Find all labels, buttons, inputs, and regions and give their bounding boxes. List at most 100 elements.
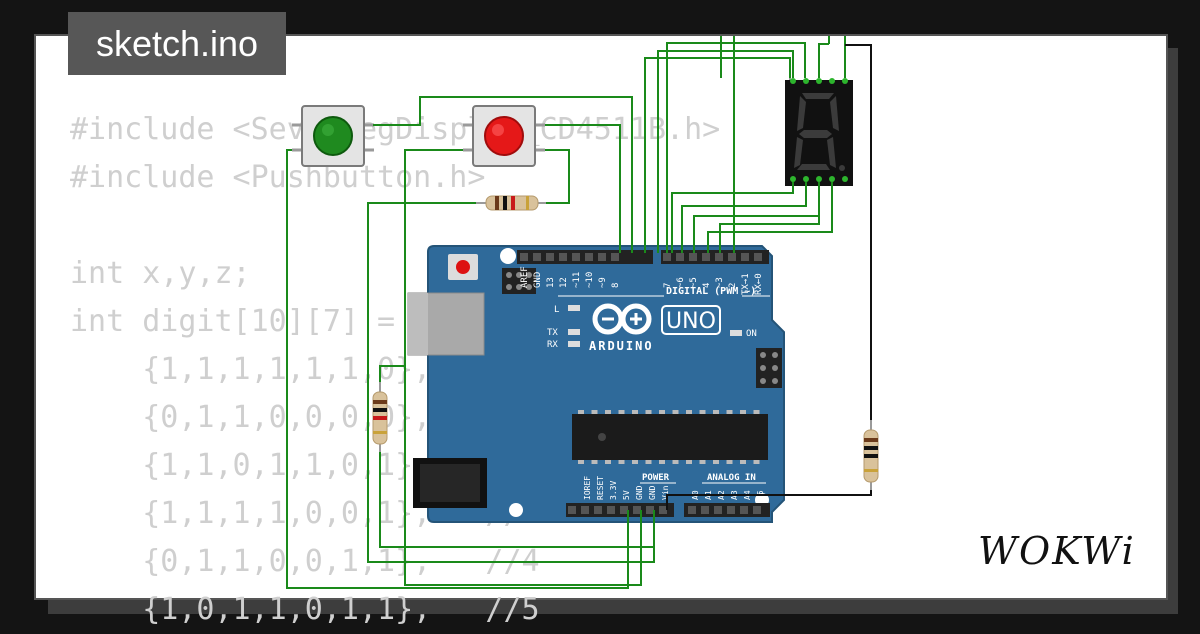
led-rx-label: RX: [547, 340, 558, 350]
power-pin-label: GND: [635, 485, 644, 500]
power-pin[interactable]: [633, 506, 641, 514]
power-pin[interactable]: [568, 506, 576, 514]
digital-pin-label: 8: [611, 283, 621, 288]
chip-pin: [578, 460, 584, 464]
analog-pin[interactable]: [688, 506, 696, 514]
digital-pin[interactable]: [585, 253, 593, 261]
chip-pin: [699, 410, 706, 414]
chip-pin: [686, 410, 692, 414]
project-title[interactable]: sketch.ino: [68, 12, 286, 75]
power-pin[interactable]: [646, 506, 654, 514]
seven-segment-digit: [794, 93, 845, 171]
reset-button[interactable]: [456, 260, 470, 274]
led-tx-label: TX: [547, 328, 558, 338]
chip-pin: [686, 460, 692, 464]
digital-pin-label: 4: [702, 283, 712, 288]
digital-pin-label: 2: [728, 283, 738, 288]
led-on-label: ON: [746, 329, 757, 339]
digital-pin[interactable]: [611, 253, 619, 261]
led-rx: [568, 341, 580, 347]
resistor-display[interactable]: [863, 420, 879, 490]
chip-pin: [632, 410, 638, 414]
digital-pin-label: ~5: [689, 277, 699, 288]
chip-pin: [740, 460, 746, 464]
uno-badge: [661, 305, 721, 335]
red-pushbutton[interactable]: [463, 105, 545, 167]
digital-pin[interactable]: [741, 253, 749, 261]
digital-pin[interactable]: [546, 253, 554, 261]
digital-pin[interactable]: [520, 253, 528, 261]
code-line: int x,y,z;: [70, 256, 251, 291]
led-tx: [568, 329, 580, 335]
digital-pin-label: GND: [533, 272, 543, 288]
code-line: {1,0,1,1,0,1,1}, //5: [70, 592, 540, 627]
chip-pin: [659, 460, 665, 464]
green-wires: [286, 36, 846, 589]
chip-pin: [591, 410, 598, 414]
chip-pin: [672, 410, 679, 414]
analog-pin[interactable]: [727, 506, 735, 514]
code-line: int digit[10][7] = {: [70, 304, 432, 339]
chip-pin: [605, 460, 611, 464]
chip-pin: [605, 410, 611, 414]
chip-pin: [713, 460, 719, 464]
green-pushbutton[interactable]: [292, 105, 374, 167]
analog-pin[interactable]: [740, 506, 748, 514]
digital-pin[interactable]: [572, 253, 580, 261]
digital-pin[interactable]: [702, 253, 710, 261]
digital-pin-label: TX→1: [741, 273, 751, 295]
power-pin[interactable]: [581, 506, 589, 514]
analog-pins-label: ANALOG IN: [707, 473, 756, 483]
digital-pin[interactable]: [728, 253, 736, 261]
resistor-horizontal[interactable]: [476, 195, 546, 211]
digital-pin-label: RX←0: [754, 273, 764, 295]
digital-pin[interactable]: [754, 253, 762, 261]
chip-pin: [753, 460, 760, 464]
chip-pin: [618, 460, 625, 464]
chip-pin: [591, 460, 598, 464]
seven-segment-display[interactable]: [785, 72, 853, 186]
digital-pin[interactable]: [715, 253, 723, 261]
digital-pin[interactable]: [559, 253, 567, 261]
analog-pin[interactable]: [753, 506, 761, 514]
usb-connector: [408, 293, 428, 355]
digital-pin[interactable]: [676, 253, 684, 261]
power-pin-label: 3.3V: [609, 481, 618, 500]
digital-pins-label: DIGITAL (PWM ~): [666, 286, 756, 297]
chip-pin: [713, 410, 719, 414]
power-pin-label: GND: [648, 485, 657, 500]
digital-pin[interactable]: [689, 253, 697, 261]
power-pin[interactable]: [594, 506, 602, 514]
chip-pin: [578, 410, 584, 414]
led-on: [730, 330, 742, 336]
power-pin[interactable]: [659, 506, 667, 514]
digital-pin-label: AREF: [520, 266, 530, 288]
chip-pin: [618, 410, 625, 414]
digital-pin[interactable]: [663, 253, 671, 261]
chip-pin: [699, 460, 706, 464]
digital-pin-label: ~11: [572, 272, 582, 288]
power-pins-label: POWER: [642, 473, 670, 483]
board-model: UNO: [666, 309, 716, 334]
digital-pin-label: 12: [559, 277, 569, 288]
mounting-hole: [509, 503, 523, 517]
resistor-vertical[interactable]: [372, 382, 388, 452]
icsp-header: [502, 268, 536, 294]
mounting-hole: [500, 248, 516, 264]
analog-pin[interactable]: [714, 506, 722, 514]
power-pin-label: IOREF: [583, 476, 592, 500]
led-l: [568, 305, 580, 311]
power-pin[interactable]: [607, 506, 615, 514]
digital-pin-label: ~9: [598, 277, 608, 288]
digital-pin[interactable]: [598, 253, 606, 261]
digital-pin[interactable]: [533, 253, 541, 261]
power-pin[interactable]: [620, 506, 628, 514]
board-brand: ARDUINO: [589, 339, 654, 353]
wokwi-logo: WOKWi: [978, 529, 1136, 573]
chip-pin: [672, 460, 679, 464]
analog-pin[interactable]: [701, 506, 709, 514]
chip-pin: [726, 460, 733, 464]
chip-pin: [632, 460, 638, 464]
